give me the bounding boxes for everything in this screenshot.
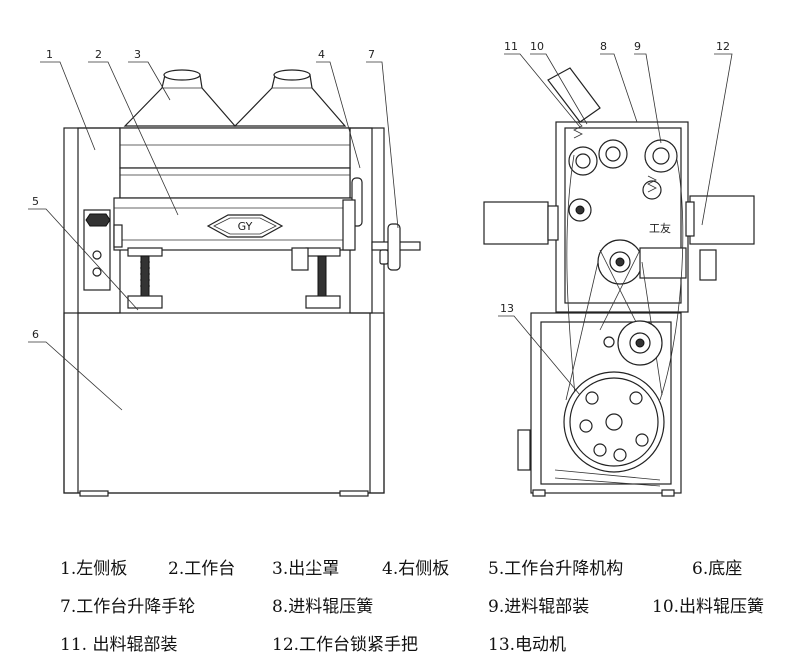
svg-text:GY: GY xyxy=(238,220,253,233)
callout-5: 5 xyxy=(32,195,39,208)
legend-item-4: 4.右侧板 xyxy=(382,559,450,579)
legend-item-10: 10.出料辊压簧 xyxy=(652,597,765,617)
callout-2: 2 xyxy=(95,48,102,61)
callout-7: 7 xyxy=(368,48,375,61)
front-view: GY xyxy=(63,69,421,497)
machine-drawing: GY 1 xyxy=(28,40,755,497)
callout-8: 8 xyxy=(600,40,607,53)
callout-11: 11 xyxy=(504,40,518,53)
legend-item-2: 2.工作台 xyxy=(168,559,236,579)
parts-legend: 1.左侧板 2.工作台 3.出尘罩 4.右侧板 5.工作台升降机构 6.底座 7… xyxy=(0,540,800,668)
callout-9: 9 xyxy=(634,40,641,53)
base xyxy=(63,312,385,494)
legend-item-11: 11. 出料辊部装 xyxy=(60,635,178,655)
callout-1: 1 xyxy=(46,48,53,61)
side-callouts: 11 10 8 9 12 13 xyxy=(498,40,733,396)
callout-10: 10 xyxy=(530,40,544,53)
callout-13: 13 xyxy=(500,302,514,315)
legend-item-1: 1.左侧板 xyxy=(60,559,128,579)
lifting-screws xyxy=(127,247,341,309)
dust-hood-right xyxy=(233,69,347,127)
brand-plate: GY xyxy=(206,214,284,238)
front-callouts: 1 2 3 4 7 5 6 xyxy=(28,48,399,411)
legend-item-6: 6.底座 xyxy=(692,559,743,579)
dust-hood-left xyxy=(123,69,237,127)
side-brand-text: 工友 xyxy=(649,221,671,235)
callout-3: 3 xyxy=(134,48,141,61)
handwheel xyxy=(371,223,421,271)
legend-item-3: 3.出尘罩 xyxy=(272,559,340,579)
side-view: 工友 xyxy=(483,67,755,497)
legend-item-13: 13.电动机 xyxy=(488,635,567,655)
legend-item-8: 8.进料辊压簧 xyxy=(272,597,374,617)
callout-4: 4 xyxy=(318,48,325,61)
callout-12: 12 xyxy=(716,40,730,53)
feed-gears xyxy=(568,139,678,222)
motor-pulley xyxy=(563,371,665,473)
legend-item-9: 9.进料辊部装 xyxy=(488,597,590,617)
middle-pulley xyxy=(597,239,687,285)
legend-item-12: 12.工作台锁紧手把 xyxy=(272,635,419,655)
legend-item-7: 7.工作台升降手轮 xyxy=(60,597,196,617)
work-table xyxy=(113,197,355,251)
legend-item-5: 5.工作台升降机构 xyxy=(488,559,624,579)
callout-6: 6 xyxy=(32,328,39,341)
